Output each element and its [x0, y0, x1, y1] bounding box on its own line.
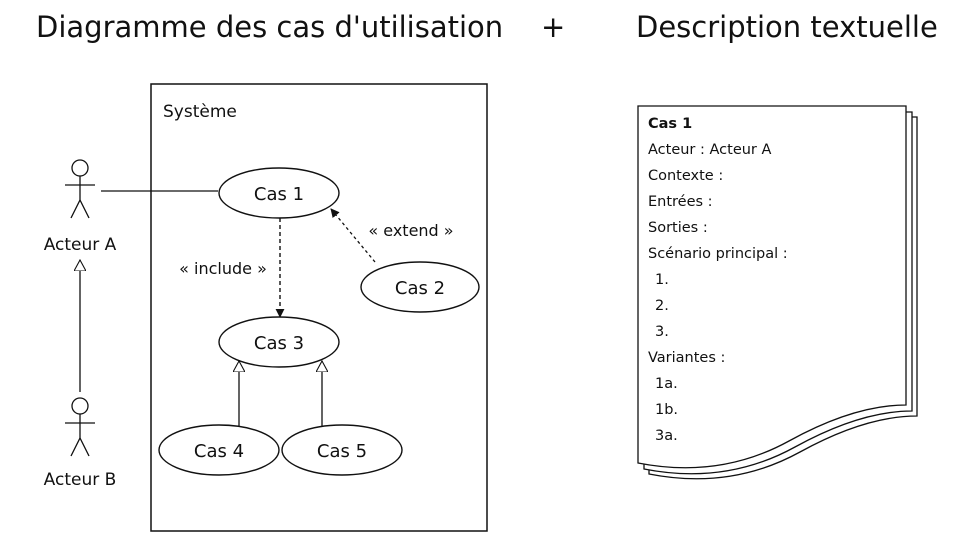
actor-a-label: Acteur A [44, 235, 117, 255]
diagram-heading: Diagramme des cas d'utilisation [36, 10, 504, 44]
use-case-1 [218, 167, 340, 219]
scenario-step: 2. [655, 298, 669, 314]
use-case-5 [281, 424, 403, 476]
use-case-2 [360, 261, 480, 313]
description-variants: Variantes : [648, 350, 726, 366]
use-case-3-label: Cas 3 [254, 333, 304, 354]
plus-sign: + [541, 10, 566, 44]
include-label: « include » [179, 259, 267, 278]
use-case-5-label: Cas 5 [317, 441, 367, 462]
use-case-1-label: Cas 1 [254, 184, 304, 205]
system-boundary [150, 83, 488, 532]
variant-item: 1b. [655, 402, 679, 418]
variant-item: 1a. [655, 376, 678, 392]
description-context: Contexte : [648, 168, 724, 184]
description-heading: Description textuelle [636, 10, 938, 44]
use-case-4 [158, 424, 280, 476]
document-stack-icon [637, 105, 918, 480]
actor-a-icon [65, 159, 95, 219]
textual-description: Cas 1 Acteur : Acteur A Contexte : Entré… [648, 111, 788, 449]
actor-b-label: Acteur B [44, 470, 117, 490]
scenario-step: 1. [655, 272, 669, 288]
description-main-scenario: Scénario principal : [648, 246, 788, 262]
description-title: Cas 1 [648, 116, 693, 132]
extend-label: « extend » [368, 221, 453, 240]
use-case-3 [218, 316, 340, 368]
description-actor: Acteur : Acteur A [648, 142, 772, 158]
scenario-step: 3. [655, 324, 669, 340]
description-outputs: Sorties : [648, 220, 708, 236]
use-case-4-label: Cas 4 [194, 441, 244, 462]
variant-item: 3a. [655, 428, 678, 444]
use-case-2-label: Cas 2 [395, 278, 445, 299]
actor-b-icon [65, 397, 95, 457]
description-inputs: Entrées : [648, 194, 713, 210]
system-label: Système [163, 102, 237, 122]
